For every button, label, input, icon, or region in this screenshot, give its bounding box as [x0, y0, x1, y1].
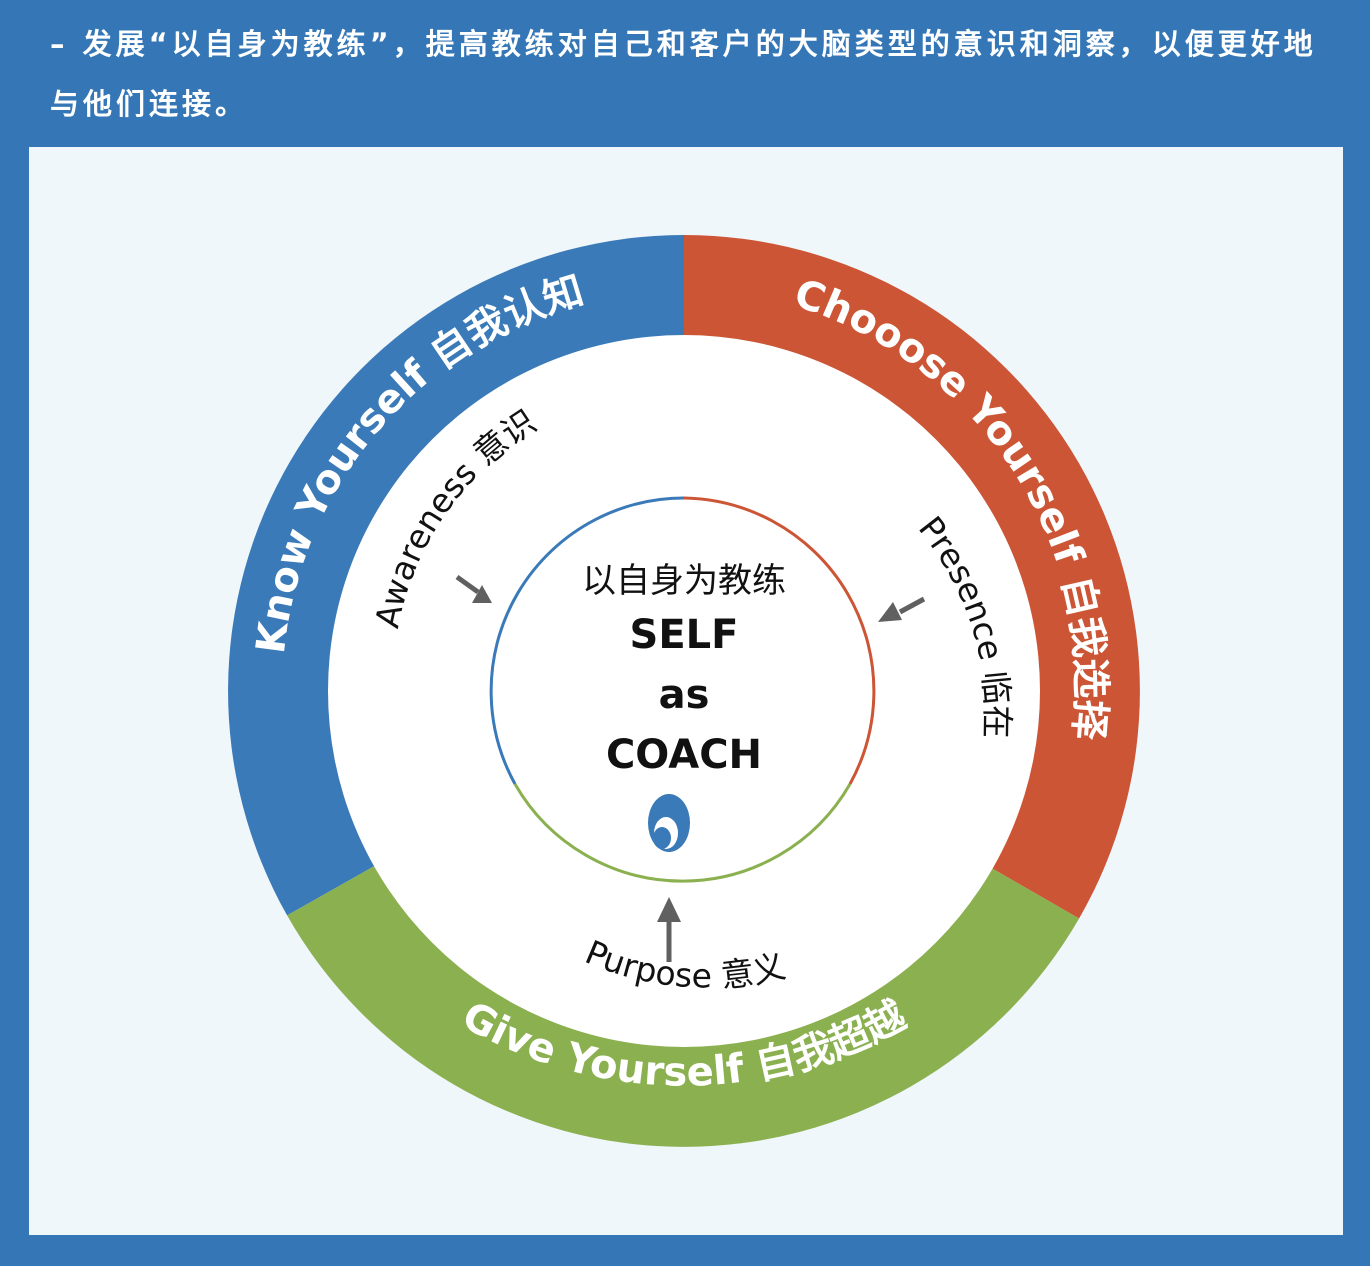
center-ring-blue	[489, 496, 685, 785]
awareness-arrow	[455, 574, 492, 603]
presence-arrow	[878, 596, 926, 622]
center-ring-red	[683, 496, 876, 785]
center-as: as	[659, 672, 710, 718]
center-self: SELF	[630, 612, 739, 658]
center-title-cn: 以自身为教练	[582, 561, 786, 601]
center-coach: COACH	[606, 732, 762, 778]
inner-disc	[328, 335, 1040, 1047]
logo-icon	[648, 794, 690, 852]
purpose-arrow	[657, 897, 681, 962]
intro-text: – 发展“以自身为教练”，提高教练对自己和客户的大脑类型的意识和洞察，以便更好地…	[50, 27, 1317, 121]
center-ring-green	[513, 783, 852, 883]
